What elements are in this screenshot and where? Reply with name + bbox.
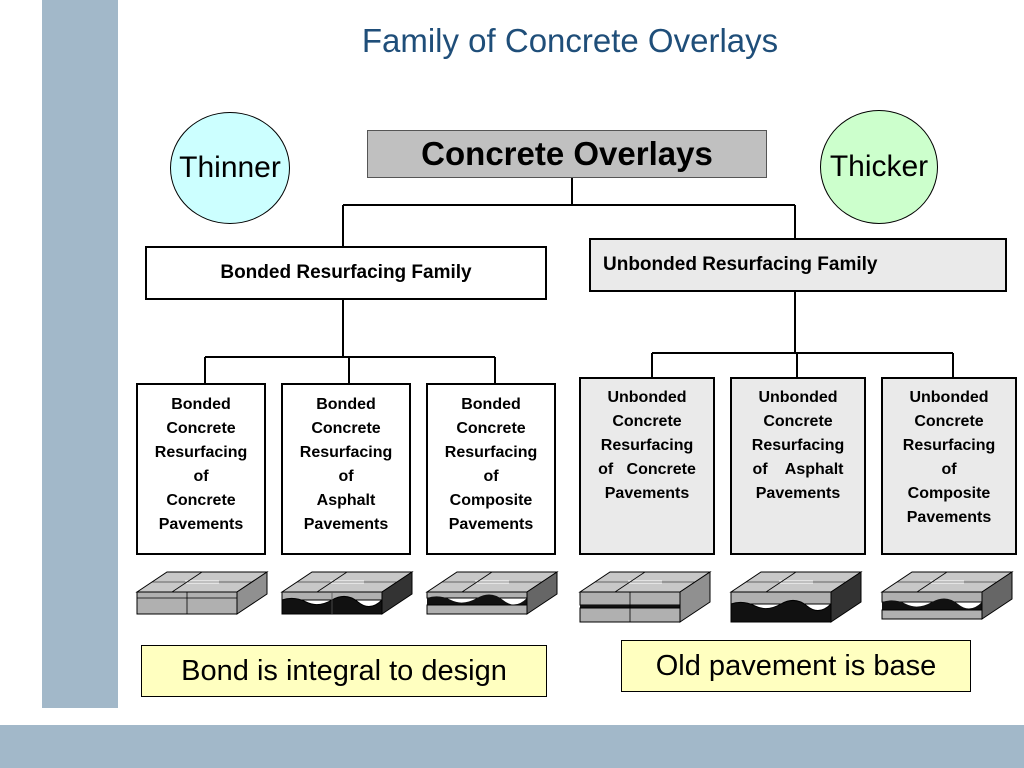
note-unbonded: Old pavement is base	[621, 640, 971, 692]
leaf-line: of Asphalt	[752, 461, 844, 478]
unbonded-family-node: Unbonded Resurfacing Family	[589, 238, 1007, 292]
leaf-line: of	[483, 468, 499, 485]
note-bonded: Bond is integral to design	[141, 645, 547, 697]
leaf-line: Concrete	[166, 420, 236, 437]
leaf-line: of	[338, 468, 354, 485]
left-accent-bar	[42, 0, 118, 708]
pavement-bonded-concrete-icon	[135, 570, 269, 615]
leaf-line: Unbonded	[607, 389, 687, 406]
leaf-line: Resurfacing	[299, 444, 393, 461]
leaf-line: Bonded	[461, 396, 521, 413]
thicker-indicator: Thicker	[820, 110, 938, 224]
leaf-line: Concrete	[914, 413, 984, 430]
leaf-line: Concrete	[763, 413, 833, 430]
leaf-line: Pavements	[448, 516, 534, 533]
thinner-indicator: Thinner	[170, 112, 290, 224]
leaf-line: Unbonded	[758, 389, 838, 406]
leaf-line: Resurfacing	[902, 437, 996, 454]
pavement-bonded-composite-icon	[425, 570, 559, 615]
leaf-line: Pavements	[158, 516, 244, 533]
leaf-line: Concrete	[612, 413, 682, 430]
root-node: Concrete Overlays	[367, 130, 767, 178]
slide-title: Family of Concrete Overlays	[361, 22, 779, 59]
leaf-line: Resurfacing	[444, 444, 538, 461]
leaf-line: Resurfacing	[751, 437, 845, 454]
leaf-unbonded-composite: Unbonded Concrete Resurfacing of Composi…	[881, 377, 1017, 555]
leaf-line: Pavements	[604, 485, 690, 502]
bottom-accent-bar	[0, 725, 1024, 768]
leaf-line: of Concrete	[598, 461, 696, 478]
leaf-line: of	[193, 468, 209, 485]
leaf-bonded-composite: Bonded Concrete Resurfacing of Composite…	[426, 383, 556, 555]
leaf-line: Concrete	[311, 420, 381, 437]
pavement-unbonded-concrete-icon	[578, 570, 712, 623]
leaf-line: Concrete	[166, 492, 236, 509]
pavement-unbonded-asphalt-icon	[729, 570, 863, 623]
leaf-bonded-concrete: Bonded Concrete Resurfacing of Concrete …	[136, 383, 266, 555]
pavement-bonded-asphalt-icon	[280, 570, 414, 615]
leaf-line: Pavements	[303, 516, 389, 533]
leaf-line: Unbonded	[909, 389, 989, 406]
leaf-line: Pavements	[906, 509, 992, 526]
bonded-family-node: Bonded Resurfacing Family	[145, 246, 547, 300]
leaf-bonded-asphalt: Bonded Concrete Resurfacing of Asphalt P…	[281, 383, 411, 555]
leaf-unbonded-concrete: Unbonded Concrete Resurfacing of Concret…	[579, 377, 715, 555]
leaf-line: Resurfacing	[154, 444, 248, 461]
leaf-line: Concrete	[456, 420, 526, 437]
leaf-unbonded-asphalt: Unbonded Concrete Resurfacing of Asphalt…	[730, 377, 866, 555]
leaf-line: Composite	[449, 492, 533, 509]
leaf-line: Composite	[907, 485, 991, 502]
leaf-line: Resurfacing	[600, 437, 694, 454]
leaf-line: of	[941, 461, 957, 478]
leaf-line: Pavements	[755, 485, 841, 502]
pavement-unbonded-composite-icon	[880, 570, 1014, 620]
leaf-line: Asphalt	[316, 492, 376, 509]
leaf-line: Bonded	[316, 396, 376, 413]
leaf-line: Bonded	[171, 396, 231, 413]
